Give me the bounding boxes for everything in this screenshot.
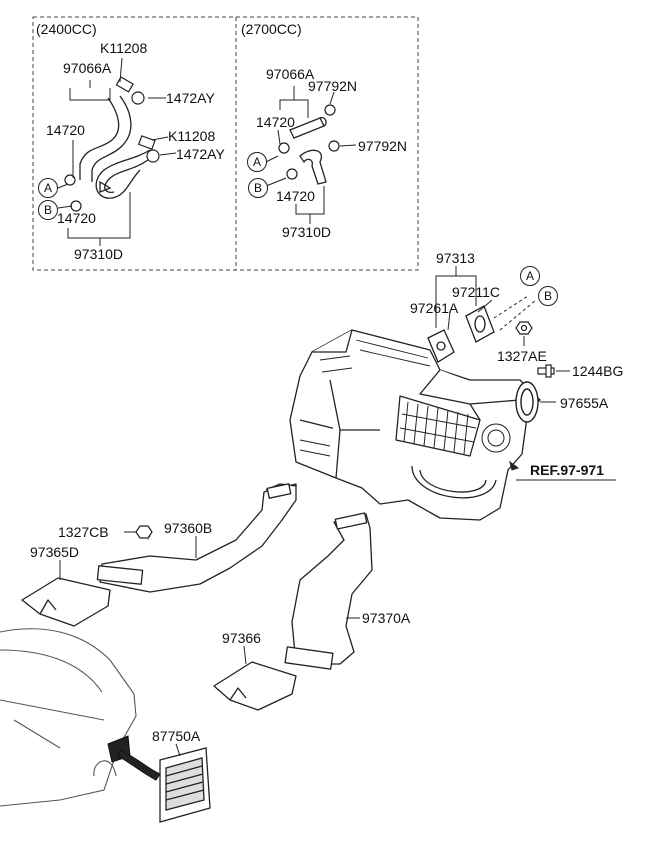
part-label-87750a: 87750A: [152, 728, 201, 744]
leader-97366: [243, 645, 247, 665]
reference-label: REF.97-971: [530, 462, 604, 478]
part-label-1327cb: 1327CB: [58, 524, 109, 540]
leader-lines-2700: [265, 86, 357, 224]
callout-a-unit: A: [520, 266, 540, 286]
blower-grille: [399, 401, 511, 455]
leader-lines-inlet: [435, 266, 616, 481]
hose-2700-lower: [299, 149, 327, 185]
seal-plate-97261a: [427, 329, 455, 363]
clamps-2400: [64, 76, 160, 212]
part-label-14720-right-top: 14720: [256, 114, 295, 130]
part-label-97261a: 97261A: [410, 300, 459, 316]
hose-2400-lower: [95, 149, 151, 199]
part-label-14720-left-bottom: 14720: [57, 210, 96, 226]
part-label-1244bg: 1244BG: [572, 363, 624, 379]
part-label-97792n-mid: 97792N: [358, 138, 408, 154]
leader-87750a: [175, 743, 181, 757]
callout-b-2400: B: [38, 200, 58, 220]
part-label-97365d: 97365D: [30, 544, 80, 560]
callout-b-unit: B: [538, 286, 558, 306]
part-label-k11208-mid: K11208: [168, 128, 216, 144]
callout-a-2700: A: [247, 152, 267, 172]
part-label-97211c: 97211C: [452, 284, 501, 300]
hose-2700-upper: [289, 117, 327, 139]
callout-a-2400: A: [38, 178, 58, 198]
part-label-14720-left-top: 14720: [46, 122, 85, 138]
pad-97365d: [21, 577, 111, 627]
part-label-14720-right-bottom: 14720: [276, 188, 315, 204]
part-label-97360b: 97360B: [164, 520, 213, 536]
ring-97655a: [515, 381, 539, 423]
part-label-97066a-right: 97066A: [266, 66, 315, 82]
duct-97370a: [284, 512, 373, 670]
car-side-vent: [107, 735, 161, 781]
bolt-1244bg: [537, 364, 555, 378]
part-label-97066a-left: 97066A: [63, 60, 112, 76]
part-label-k11208-top: K11208: [100, 40, 148, 56]
hose-2400-upper: [79, 95, 132, 182]
part-label-1472ay-mid: 1472AY: [176, 146, 225, 162]
nut-1327ae: [515, 321, 533, 335]
variant-title-2400cc: (2400CC): [36, 21, 97, 37]
part-label-1327ae: 1327AE: [497, 348, 547, 364]
part-label-1472ay-top: 1472AY: [166, 90, 215, 106]
gasket-97211c: [465, 305, 495, 343]
car-rear-outline: [0, 628, 137, 807]
part-label-97313: 97313: [436, 250, 475, 266]
part-label-97655a: 97655A: [560, 395, 609, 411]
part-label-97310d-left: 97310D: [74, 246, 124, 262]
heater-blower-unit: [289, 329, 541, 521]
unit-ribs: [299, 339, 431, 457]
part-label-97366: 97366: [222, 630, 261, 646]
variant-title-2700cc: (2700CC): [241, 21, 302, 37]
part-label-97792n-top: 97792N: [308, 78, 358, 94]
callout-b-2700: B: [248, 178, 268, 198]
clamps-2700: [278, 104, 340, 180]
grille-87750a: [159, 747, 211, 823]
leader-lines-2400: [57, 57, 177, 246]
pad-97366: [213, 661, 297, 711]
duct-97360b: [96, 483, 297, 593]
leader-1327cb: [147, 531, 153, 541]
part-label-97310d-right: 97310D: [282, 224, 332, 240]
part-label-97370a: 97370A: [362, 610, 411, 626]
engine-variant-box: [32, 16, 419, 271]
